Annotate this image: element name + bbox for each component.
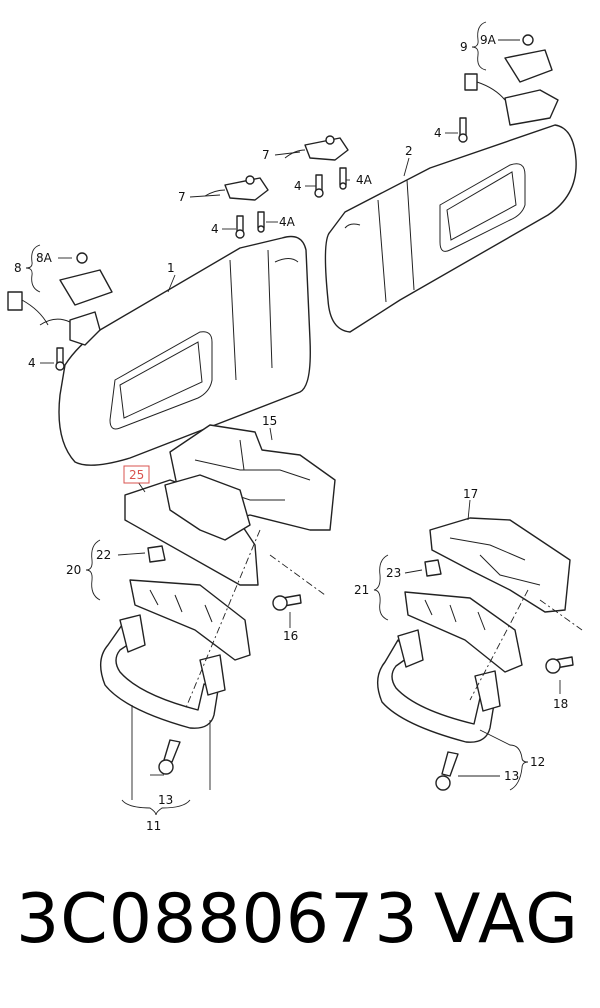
label-21: 21 bbox=[354, 583, 369, 597]
label-4-upper: 4 bbox=[294, 179, 302, 193]
screw-4A-upper bbox=[339, 167, 347, 190]
label-20: 20 bbox=[66, 563, 81, 577]
label-11: 11 bbox=[146, 819, 161, 833]
screw-4-upper bbox=[314, 174, 324, 198]
label-13-right: 13 bbox=[504, 769, 519, 783]
label-8: 8 bbox=[14, 261, 22, 275]
mounting-bracket-8 bbox=[7, 252, 113, 346]
parts-diagram: 1 2 4 4 4 4 4A 4A 7 7 8 8A 9 9A 11 12 13… bbox=[7, 21, 583, 833]
label-18: 18 bbox=[553, 697, 568, 711]
label-17: 17 bbox=[463, 487, 478, 501]
screw-4-left bbox=[55, 347, 65, 371]
sealing-plate-25 bbox=[124, 474, 259, 586]
label-13-left: 13 bbox=[158, 793, 173, 807]
screw-18 bbox=[545, 656, 574, 674]
sun-visor-right bbox=[324, 124, 577, 333]
clip-7-lower bbox=[204, 175, 269, 201]
grab-handle-11 bbox=[100, 614, 226, 729]
label-7-lower: 7 bbox=[178, 190, 186, 204]
screw-4A-lower bbox=[257, 211, 265, 233]
label-12: 12 bbox=[530, 755, 545, 769]
clip-23 bbox=[424, 559, 442, 577]
label-22: 22 bbox=[96, 548, 111, 562]
label-16: 16 bbox=[283, 629, 298, 643]
label-4-top-right: 4 bbox=[434, 126, 442, 140]
label-25: 25 bbox=[129, 468, 144, 482]
label-7-upper: 7 bbox=[262, 148, 270, 162]
grab-handle-bracket-21 bbox=[404, 591, 523, 673]
mounting-bracket-9 bbox=[464, 34, 559, 126]
label-4A-upper: 4A bbox=[356, 173, 373, 187]
clip-7-upper bbox=[284, 135, 349, 161]
screw-13-left bbox=[158, 739, 181, 775]
label-2: 2 bbox=[405, 144, 413, 158]
screw-13-right bbox=[435, 751, 459, 791]
screw-16 bbox=[272, 594, 302, 611]
label-9: 9 bbox=[460, 40, 468, 54]
label-15: 15 bbox=[262, 414, 277, 428]
screw-4-lower bbox=[235, 215, 245, 239]
label-1: 1 bbox=[167, 261, 175, 275]
label-4-left: 4 bbox=[28, 356, 36, 370]
clip-22 bbox=[147, 545, 166, 563]
grab-handle-12 bbox=[377, 629, 501, 743]
grab-handle-bracket-20 bbox=[129, 579, 251, 661]
cover-17 bbox=[429, 517, 571, 613]
label-8A: 8A bbox=[36, 251, 53, 265]
label-23: 23 bbox=[386, 566, 401, 580]
label-9A: 9A bbox=[480, 33, 497, 47]
part-number: 3C0880673 bbox=[16, 880, 419, 959]
label-4-lower: 4 bbox=[211, 222, 219, 236]
screw-4-top-right bbox=[458, 117, 468, 143]
brand-name: VAG bbox=[433, 880, 580, 959]
highlight-box-25 bbox=[123, 465, 150, 484]
label-4A-lower: 4A bbox=[279, 215, 296, 229]
